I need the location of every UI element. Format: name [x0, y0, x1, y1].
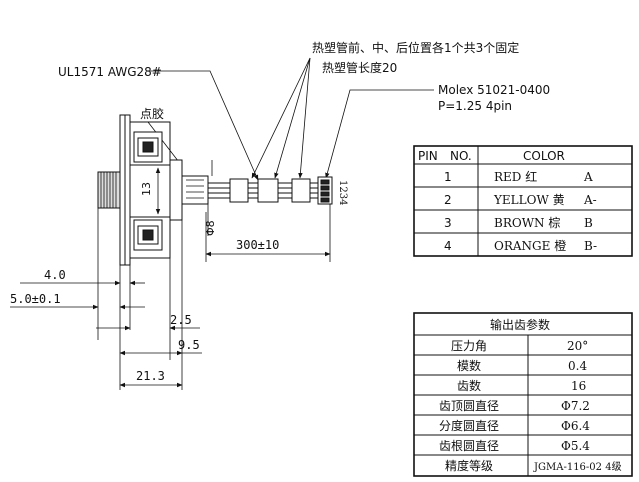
dimension-lines: 13 Φ8 300±10 4.0 5.0±0.1 2.5 9.5	[10, 160, 331, 390]
tip-diameter-label: 齿顶圆直径	[439, 399, 499, 413]
wire-spec-label: UL1571 AWG28#	[58, 65, 162, 79]
connector-leader	[325, 89, 434, 179]
wire-spec-leader	[150, 70, 259, 181]
upper-screw-head	[142, 141, 154, 153]
pin-header: PIN	[418, 149, 438, 163]
pressure-angle-value: 20°	[567, 339, 588, 353]
dim-height-13: 13	[140, 182, 153, 196]
dim-length-300: 300±10	[236, 238, 279, 252]
rear-cap	[169, 159, 183, 221]
heat-shrink-rear	[291, 178, 311, 203]
pin-3-signal: B	[584, 216, 593, 230]
color-header: COLOR	[523, 149, 565, 163]
pin-4: 4	[444, 239, 452, 253]
no-header: NO.	[450, 149, 472, 163]
dim-4-0: 4.0	[44, 268, 66, 282]
pressure-angle-label: 压力角	[451, 339, 487, 353]
terminal-block	[181, 175, 209, 205]
heat-shrink-length-note: 热塑管长度20	[322, 60, 397, 75]
dim-21-3: 21.3	[136, 369, 165, 383]
accuracy-grade-label: 精度等级	[445, 458, 493, 473]
motor-assembly	[97, 114, 209, 266]
connector-model-label: Molex 51021-0400	[438, 83, 550, 97]
callout-heat-shrink: 热塑管前、中、后位置各1个共3个固定 热塑管长度20	[251, 40, 519, 179]
heat-shrink-leader-2	[274, 57, 311, 179]
pin-1-signal: A	[583, 170, 593, 184]
glue-leader	[147, 121, 183, 167]
lower-screw-head	[142, 229, 154, 241]
dim-dia-8: Φ8	[204, 220, 217, 236]
heat-shrink-middle	[257, 178, 279, 203]
dim-5-0: 5.0±0.1	[10, 292, 61, 306]
tooth-count-label: 齿数	[457, 378, 481, 393]
module-label: 模数	[457, 358, 481, 373]
cable-assembly: 1234	[208, 176, 348, 205]
pitch-diameter-value: Φ6.4	[561, 419, 590, 433]
pin-1-color: RED 红	[494, 169, 537, 184]
pitch-diameter-label: 分度圆直径	[439, 418, 499, 433]
glue-label: 点胶	[140, 106, 164, 121]
heat-shrink-leader-1	[251, 57, 311, 179]
callout-wire-spec: UL1571 AWG28#	[58, 65, 259, 181]
pin-1: 1	[444, 170, 452, 184]
tip-diameter-value: Φ7.2	[561, 399, 590, 413]
root-diameter-value: Φ5.4	[561, 439, 590, 453]
dim-2-5: 2.5	[170, 313, 192, 327]
motor-can	[129, 164, 171, 218]
heat-shrink-position-note: 热塑管前、中、后位置各1个共3个固定	[312, 40, 519, 55]
pin-number-label: 1234	[337, 180, 348, 205]
pin-3: 3	[444, 216, 452, 230]
gear-table-title: 输出齿参数	[490, 317, 550, 332]
heat-shrink-leader-3	[298, 57, 311, 179]
gear-parameter-table: 输出齿参数 压力角 20° 模数 0.4 齿数 16 齿顶圆直径 Φ7.2 分度…	[413, 312, 633, 477]
accuracy-grade-value: JGMA-116-02 4级	[533, 461, 622, 473]
callout-glue: 点胶	[140, 106, 183, 167]
pin-2: 2	[444, 193, 452, 207]
dim-9-5: 9.5	[178, 338, 200, 352]
pin-3-color: BROWN 棕	[494, 215, 560, 230]
connector-pitch-label: P=1.25 4pin	[438, 99, 512, 113]
module-value: 0.4	[568, 359, 587, 373]
pin-2-color: YELLOW 黄	[493, 193, 565, 207]
pin-2-signal: A-	[583, 193, 597, 207]
pin-4-color: ORANGE 橙	[494, 238, 566, 253]
pin-color-table: PIN NO. COLOR 1 RED 红 A 2 YELLOW 黄 A- 3 …	[413, 145, 633, 257]
callout-connector: Molex 51021-0400 P=1.25 4pin	[325, 83, 550, 179]
root-diameter-label: 齿根圆直径	[439, 439, 499, 453]
heat-shrink-front	[229, 178, 249, 203]
output-gear	[97, 171, 121, 209]
pin-4-signal: B-	[584, 239, 597, 253]
gear-teeth	[100, 172, 117, 208]
tooth-count-value: 16	[571, 379, 586, 393]
